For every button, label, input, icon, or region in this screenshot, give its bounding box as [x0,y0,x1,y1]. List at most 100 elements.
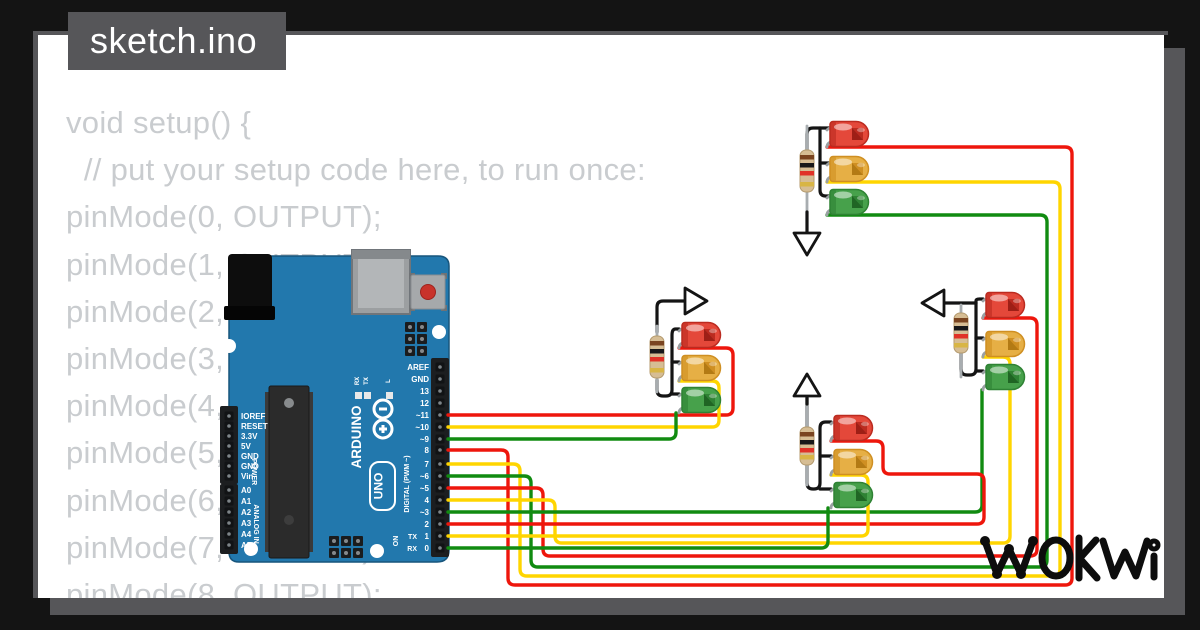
svg-text:UNO: UNO [372,473,386,500]
traffic-light-east[interactable] [920,288,1026,392]
led-red[interactable] [981,291,1026,320]
reset-button[interactable] [409,273,447,311]
arduino-uno-board[interactable]: IOREFRESET3.3V5VGNDGNDVinA0A1A2A3A4A5ARE… [220,249,450,563]
code-line: void setup() { [66,105,252,140]
logo-letter-i-dot [1147,538,1161,552]
svg-text:A2: A2 [241,508,252,517]
ground-symbol[interactable] [792,231,822,257]
resistor[interactable] [799,398,815,487]
svg-text:RX: RX [407,546,417,553]
svg-text:7: 7 [425,460,430,469]
wire-pin0-green[interactable] [446,506,830,550]
svg-text:A4: A4 [241,530,252,539]
resistor[interactable] [953,303,969,379]
svg-text:4: 4 [425,496,430,505]
wire-pin1-yellow[interactable] [446,473,870,538]
resistor-band [800,171,814,176]
mounting-hole [432,325,446,339]
resistor-band [800,455,814,460]
mounting-hole [370,544,384,558]
wires [446,145,1074,587]
svg-text:ON: ON [393,536,400,547]
resistor-band [954,334,968,339]
svg-text:DIGITAL (PWM ~): DIGITAL (PWM ~) [404,455,411,512]
led-indicator [386,392,393,399]
logo-letter-w2 [1099,537,1151,580]
code-line: // put your setup code here, to run once… [66,152,646,188]
svg-text:~5: ~5 [420,484,430,493]
wokwi-logo [980,534,1161,582]
led-yellow[interactable] [981,330,1026,359]
led-red[interactable] [829,414,874,443]
canvas-border-top [33,31,1168,35]
led-green[interactable] [981,363,1026,392]
black-wire [655,299,687,334]
svg-text:8: 8 [425,446,430,455]
icsp-header-bottom [329,536,363,558]
led-green[interactable] [829,481,874,510]
wire-pin9-green[interactable] [446,411,678,441]
tab-sketch-ino[interactable]: sketch.ino [68,12,286,70]
resistor[interactable] [649,324,665,394]
mounting-hole [244,542,258,556]
traffic-light-west[interactable] [649,286,722,415]
mounting-hole [222,339,236,353]
resistor-band [800,448,814,453]
led-yellow[interactable] [825,155,870,184]
svg-text:POWER: POWER [250,459,257,485]
resistor-band [800,440,814,445]
svg-text:ANALOG IN: ANALOG IN [252,504,259,543]
led-green[interactable] [825,188,870,217]
wire-pin11-red[interactable] [446,346,735,417]
svg-text:L: L [386,379,392,383]
code-line: pinMode(0, OUTPUT); [66,199,382,235]
resistor-band [954,326,968,331]
svg-text:RESET: RESET [241,422,268,431]
wire-pin4-yellow[interactable] [446,355,1012,545]
pin-headers[interactable]: IOREFRESET3.3V5VGNDGNDVinA0A1A2A3A4A5ARE… [224,362,445,554]
svg-text:IOREF: IOREF [241,412,266,421]
atmega-chip [265,385,313,559]
led-green[interactable] [677,386,722,415]
resistor[interactable] [799,124,815,218]
black-wire [818,126,833,198]
wire-pin8-red[interactable] [446,145,1074,587]
logo-letter-o [1038,536,1074,580]
traffic-light-south[interactable] [792,372,874,510]
resistor-band [800,155,814,160]
led-yellow[interactable] [677,354,722,383]
wire-pin10-yellow[interactable] [446,379,721,429]
wire-pin5-red[interactable] [446,316,1039,558]
wire-pin6-green[interactable] [446,213,1049,569]
svg-text:A0: A0 [241,486,252,495]
logo-letter-k [1075,534,1101,582]
icsp-header-top [405,322,427,356]
svg-text:~10: ~10 [415,423,429,432]
wire-pin3-green[interactable] [446,388,984,514]
led-yellow[interactable] [829,448,874,477]
ground-symbol[interactable] [792,372,822,398]
resistor-band [650,357,664,362]
wire-pin2-red[interactable] [446,439,986,526]
ground-symbol[interactable] [683,286,709,316]
led-red[interactable] [677,321,722,350]
traffic-light-north[interactable] [792,120,870,257]
resistor-band [954,318,968,323]
svg-text:GND: GND [241,462,259,471]
wire-pin7-yellow[interactable] [446,180,1062,578]
usb-connector [351,249,411,315]
svg-text:GND: GND [241,452,259,461]
svg-text:AREF: AREF [407,363,429,372]
ground-symbol[interactable] [920,288,946,318]
svg-text:3.3V: 3.3V [241,432,258,441]
resistor-band [800,182,814,187]
resistor-band [650,368,664,373]
black-wire [974,297,985,305]
resistor-band [800,163,814,168]
svg-text:A3: A3 [241,519,252,528]
canvas-shadow-right [1164,48,1185,615]
led-red[interactable] [825,120,870,149]
svg-text:~6: ~6 [420,472,430,481]
